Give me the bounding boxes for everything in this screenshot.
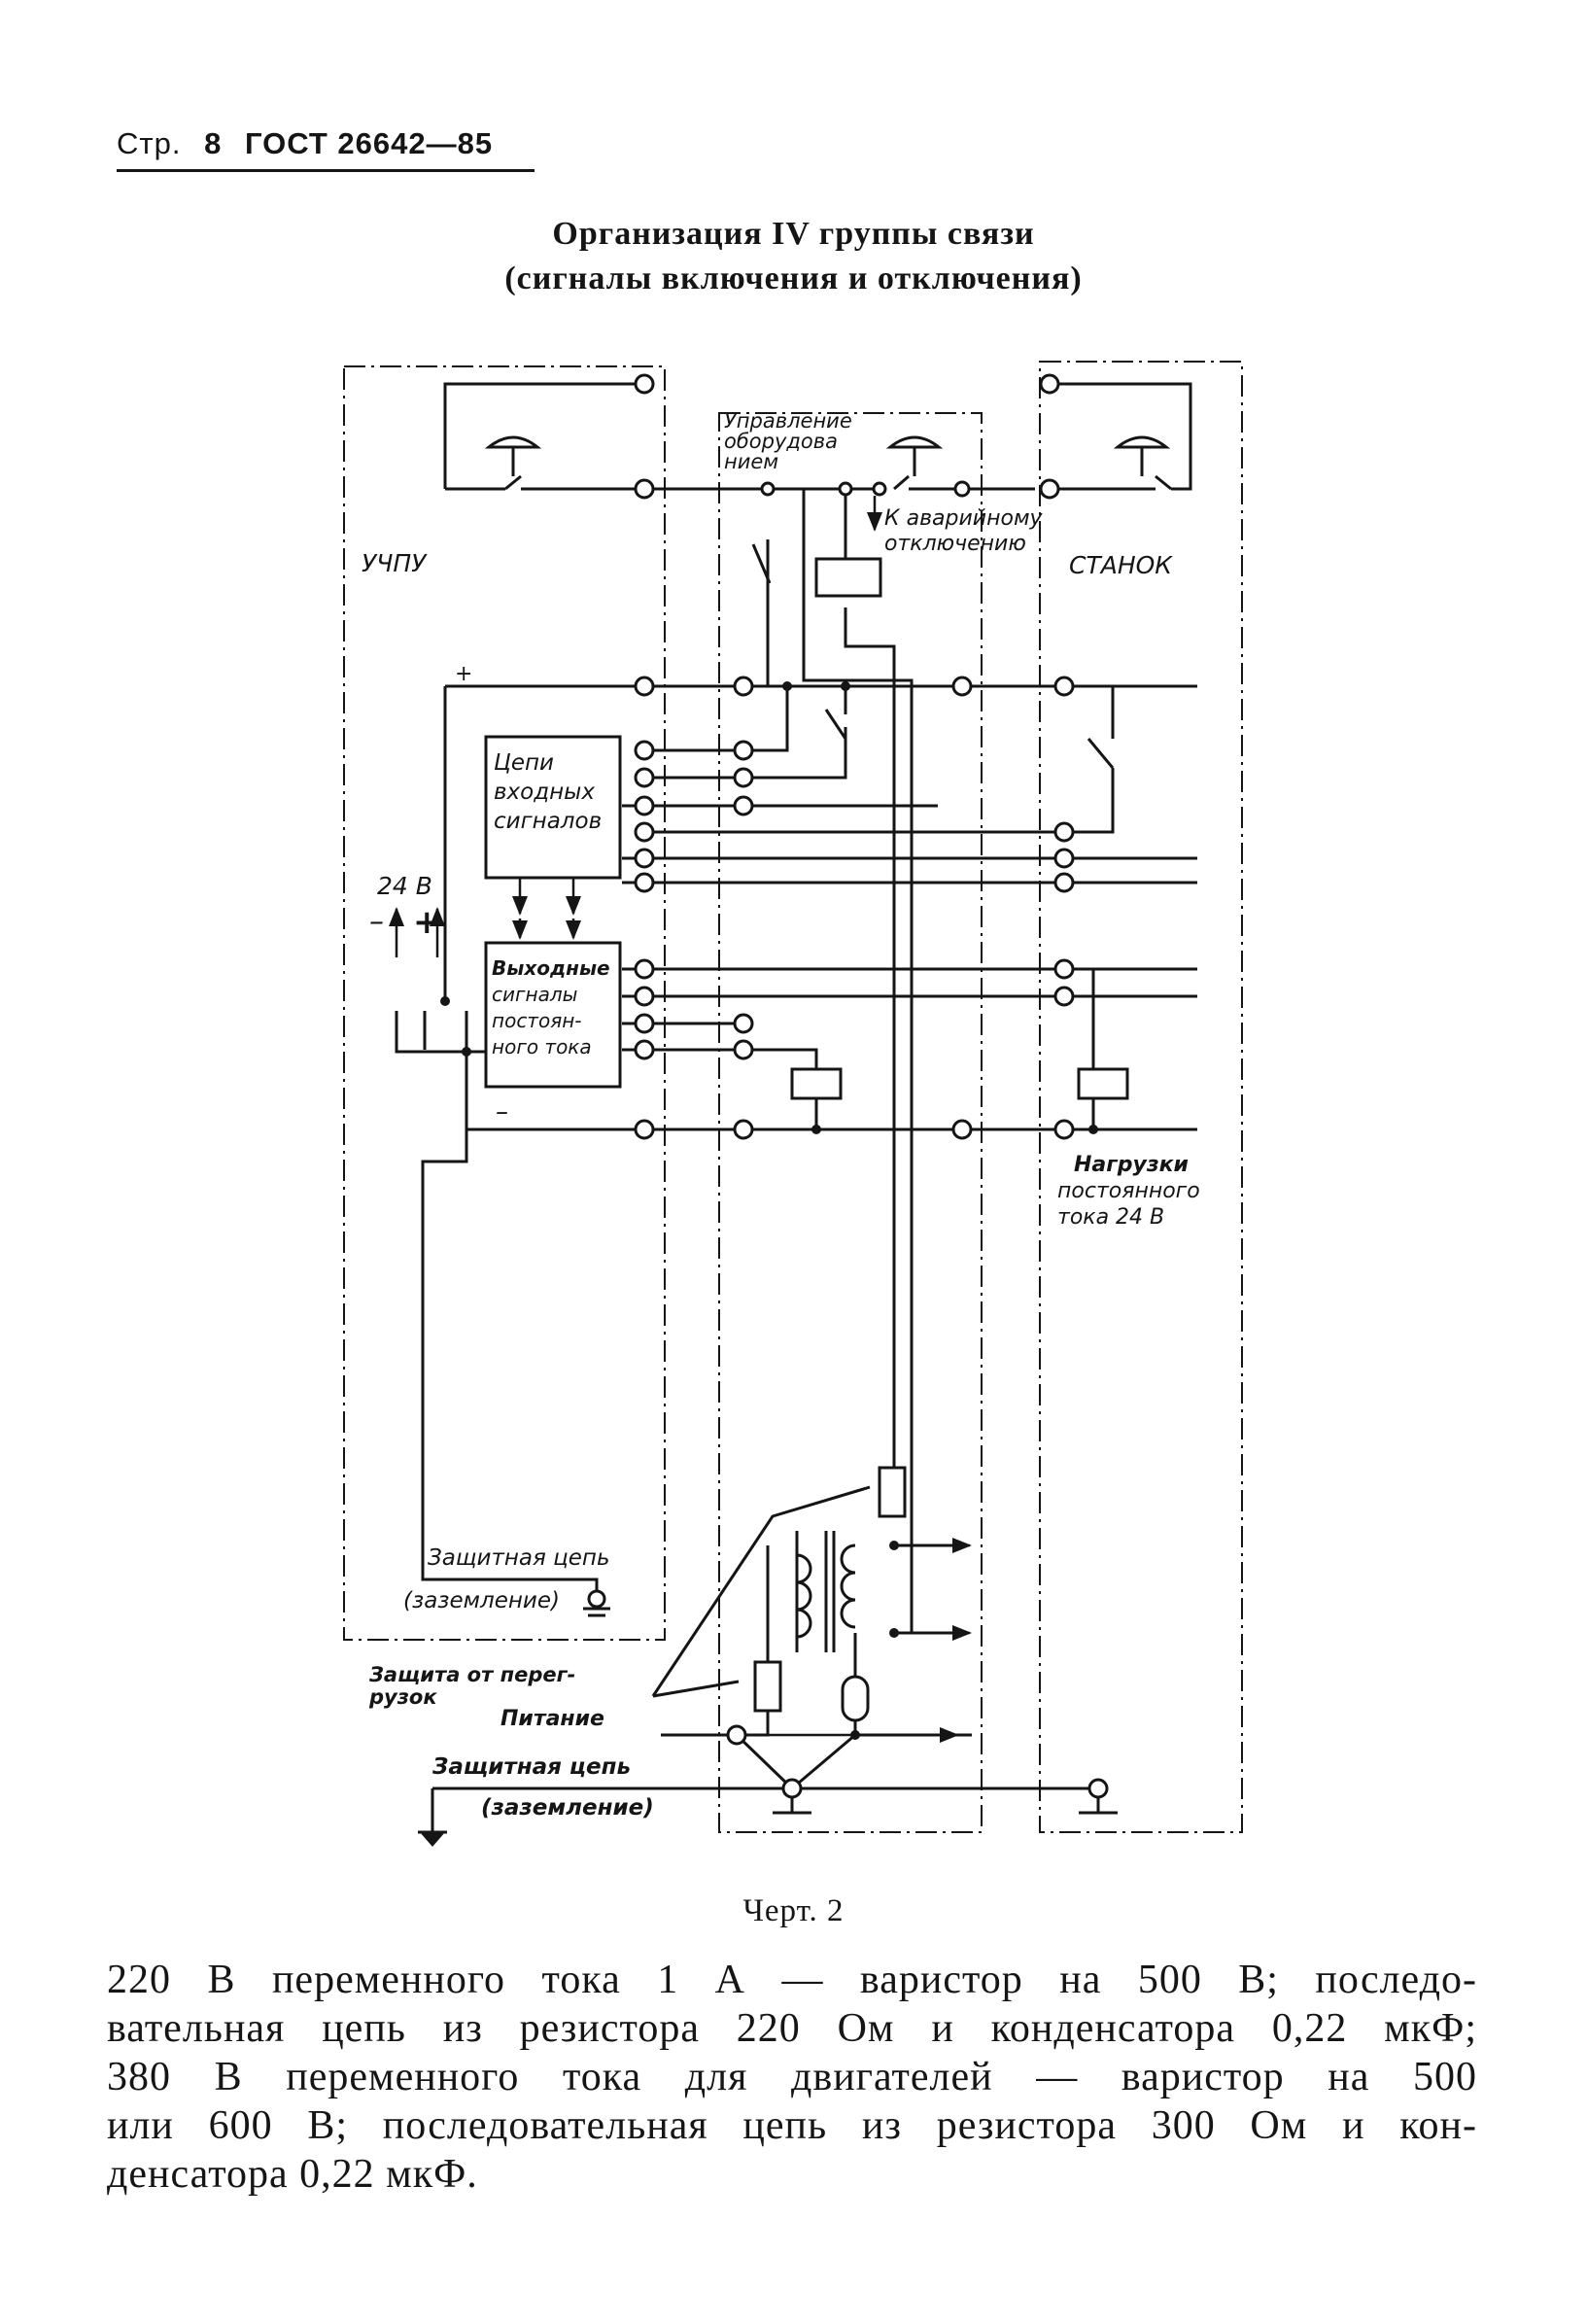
terminals bbox=[587, 373, 1109, 1799]
label-input-3: сигналов bbox=[494, 809, 602, 834]
label-emergency-1: К аварийному bbox=[884, 506, 1044, 531]
label-plus-bus: + bbox=[455, 662, 472, 686]
label-output-2: сигналы bbox=[492, 983, 577, 1006]
arrows bbox=[389, 496, 972, 1743]
label-load-3: тока 24 В bbox=[1057, 1205, 1164, 1230]
input-circuits-block bbox=[484, 735, 622, 880]
control-enclosure bbox=[718, 412, 983, 1833]
label-voltage: 24 В bbox=[377, 872, 432, 900]
label-plus: + bbox=[413, 903, 441, 942]
diagram-labels: УЧПУ СТАНОК Управление оборудова нием К … bbox=[362, 409, 1200, 1821]
label-minus: – bbox=[369, 905, 384, 939]
figure-title-line2: (сигналы включения и отключения) bbox=[504, 260, 1083, 296]
text-line-3: 380 В переменного тока для двигателей — … bbox=[107, 2055, 1477, 2099]
fuse-bottom bbox=[753, 1660, 782, 1713]
label-input-1: Цепи bbox=[494, 750, 554, 776]
label-overload-2: рузок bbox=[368, 1685, 437, 1709]
blocks bbox=[484, 557, 1129, 1722]
relay-coil-load-2 bbox=[1077, 1067, 1129, 1100]
emergency-buttons bbox=[484, 435, 1171, 476]
figure-title-line1: Организация IV группы связи bbox=[552, 216, 1035, 252]
label-control-3: нием bbox=[724, 450, 778, 473]
label-load-1: Нагрузки bbox=[1074, 1153, 1189, 1177]
label-overload-1: Защита от перег- bbox=[368, 1663, 575, 1686]
text-line-2: вательная цепь из резистора 220 Ом и кон… bbox=[107, 2006, 1477, 2051]
earth-ground-icon bbox=[420, 1832, 445, 1847]
label-power: Питание bbox=[500, 1707, 604, 1731]
page-label: Стр. bbox=[117, 126, 182, 160]
uchpu-enclosure bbox=[343, 365, 666, 1641]
transformer bbox=[795, 1531, 856, 1652]
varistor bbox=[841, 1675, 870, 1722]
label-protection-2: (заземление) bbox=[403, 1588, 560, 1613]
label-output-3: постоян- bbox=[492, 1009, 582, 1032]
relay-coil-top bbox=[814, 557, 882, 598]
label-input-2: входных bbox=[494, 780, 595, 805]
text-line-5: денсатора 0,22 мкФ. bbox=[107, 2152, 478, 2197]
text-line-4: или 600 В; последовательная цепь из рези… bbox=[107, 2103, 1477, 2148]
fuse-top bbox=[878, 1466, 907, 1518]
stanok-enclosure bbox=[1039, 361, 1243, 1833]
standard-number: ГОСТ 26642—85 bbox=[244, 126, 494, 160]
relay-coil-load-1 bbox=[790, 1067, 843, 1100]
label-output-4: ного тока bbox=[492, 1035, 592, 1058]
label-emergency-2: отключению bbox=[884, 532, 1026, 556]
junctions bbox=[440, 681, 1098, 1740]
label-protection-4: (заземление) bbox=[481, 1795, 654, 1821]
label-stanok: СТАНОК bbox=[1069, 551, 1173, 579]
label-protection-1: Защитная цепь bbox=[428, 1545, 610, 1571]
switches bbox=[751, 543, 1115, 769]
figure-caption: Черт. 2 bbox=[742, 1893, 845, 1928]
label-control-1: Управление bbox=[724, 409, 852, 433]
page-number: 8 bbox=[204, 126, 223, 160]
label-minus-bus: – bbox=[496, 1097, 508, 1127]
output-signals-block bbox=[484, 941, 622, 1089]
label-load-2: постоянного bbox=[1057, 1179, 1200, 1203]
page-header: Стр. 8 ГОСТ 26642—85 bbox=[117, 126, 535, 172]
enclosures bbox=[343, 361, 1243, 1833]
label-protection-3: Защитная цепь bbox=[431, 1754, 631, 1780]
label-control-2: оборудова bbox=[724, 430, 838, 453]
label-uchpu: УЧПУ bbox=[362, 549, 428, 577]
text-line-1: 220 В переменного тока 1 А — варистор на… bbox=[107, 1958, 1477, 2002]
label-output-1: Выходные bbox=[492, 956, 610, 980]
